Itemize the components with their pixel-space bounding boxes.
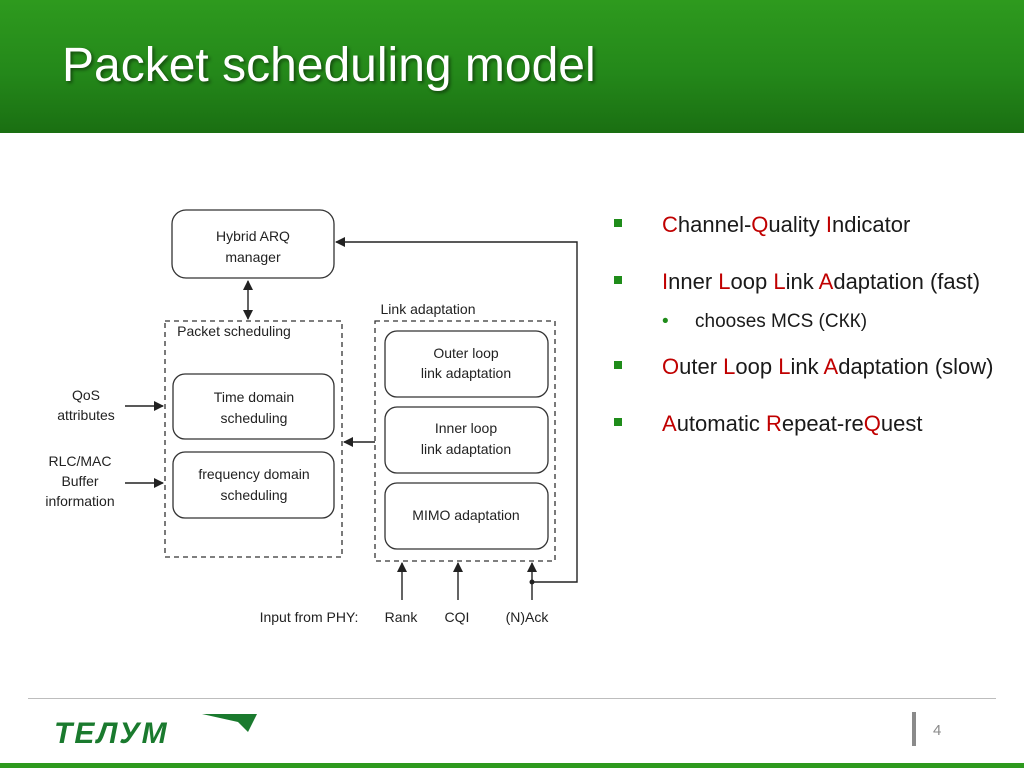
rlc-mac-label-3: information <box>45 493 114 509</box>
svg-text:ТЕЛУМ: ТЕЛУМ <box>54 717 169 750</box>
bullet-text-part: O <box>662 354 680 379</box>
bullet-text-part: C <box>662 212 678 237</box>
rlc-mac-label-1: RLC/MAC <box>48 453 111 469</box>
scheduling-diagram: Hybrid ARQ manager Packet scheduling Tim… <box>45 209 578 625</box>
footer-divider <box>28 698 996 699</box>
hybrid-arq-label-2: manager <box>225 249 281 265</box>
logo-swoosh-icon <box>202 714 257 732</box>
nack-label: (N)Ack <box>506 609 550 625</box>
nack-feedback-path <box>335 237 578 583</box>
page-number: 4 <box>933 722 942 739</box>
bottom-accent-strip <box>0 763 1024 768</box>
square-bullet-icon <box>614 361 622 369</box>
bullet-text-part: hannel- <box>677 212 752 237</box>
sub-bullet-item: • chooses MCS (СКК) <box>662 307 1012 337</box>
bullet-text-part: nner <box>668 269 719 294</box>
bullet-text-part: Q <box>751 212 769 237</box>
bullet-text-part: I <box>825 212 833 237</box>
outer-loop-box <box>384 330 549 398</box>
inner-loop-label-1: Inner loop <box>435 420 497 436</box>
bullet-text-part: ink <box>790 354 824 379</box>
bullet-text-part: uest <box>880 411 923 436</box>
bullet-text-part: A <box>823 354 839 379</box>
square-bullet-icon <box>614 418 622 426</box>
rank-label: Rank <box>385 609 419 625</box>
bullet-text-part: uter <box>679 354 724 379</box>
hybrid-arq-box <box>171 209 335 279</box>
inner-loop-box <box>384 406 549 474</box>
bullet-text-part: L <box>723 354 736 379</box>
packet-scheduling-label: Packet scheduling <box>177 323 291 339</box>
bullet-text-part: daptation (slow) <box>838 354 994 379</box>
telum-logo: ТЕЛУМ <box>54 714 257 750</box>
bullet-text-part: L <box>778 354 791 379</box>
slide-title: Packet scheduling model <box>62 39 596 92</box>
bullet-item: Outer Loop Link Adaptation (slow) <box>612 347 1012 387</box>
round-bullet-icon: • <box>662 311 669 332</box>
bullet-item: Inner Loop Link Adaptation (fast) <box>612 262 1012 302</box>
nack-junction <box>529 579 535 585</box>
frequency-domain-label-2: scheduling <box>221 487 288 503</box>
bullet-text-part: L <box>718 269 731 294</box>
mimo-label: MIMO adaptation <box>412 507 519 523</box>
square-bullet-icon <box>614 219 622 227</box>
inner-loop-label-2: link adaptation <box>421 441 511 457</box>
bullet-text-part: utomatic <box>676 411 766 436</box>
bullet-text-part: oop <box>735 354 779 379</box>
bullet-text-part: ndicator <box>832 212 911 237</box>
frequency-domain-label-1: frequency domain <box>198 466 309 482</box>
bullet-item: Automatic Repeat-reQuest <box>612 404 1012 444</box>
rlc-mac-label-2: Buffer <box>61 473 98 489</box>
bullet-text-part: A <box>818 269 834 294</box>
bullet-item: Channel-Quality Indicator <box>612 205 1012 245</box>
page-number-bar <box>912 712 916 746</box>
frequency-domain-box <box>172 451 335 519</box>
outer-loop-label-1: Outer loop <box>433 345 499 361</box>
link-adaptation-group <box>374 320 556 562</box>
bullet-text-part: R <box>765 411 782 436</box>
time-domain-label-1: Time domain <box>214 389 294 405</box>
bullet-text-part: A <box>662 411 677 436</box>
hybrid-arq-label-1: Hybrid ARQ <box>216 228 290 244</box>
sub-bullet-text: chooses MCS (СКК) <box>695 311 868 332</box>
bullet-text-part: L <box>773 269 786 294</box>
time-domain-label-2: scheduling <box>221 410 288 426</box>
bullet-text-part: oop <box>730 269 774 294</box>
square-bullet-icon <box>614 276 622 284</box>
link-adaptation-label: Link adaptation <box>381 301 476 317</box>
cqi-label: CQI <box>445 609 470 625</box>
bullet-text-part: daptation (fast) <box>833 269 981 294</box>
input-from-phy-label: Input from PHY: <box>260 609 359 625</box>
mimo-box <box>384 482 549 550</box>
qos-label-2: attributes <box>57 407 115 423</box>
bullet-text-part: Q <box>863 411 881 436</box>
outer-loop-label-2: link adaptation <box>421 365 511 381</box>
bullet-text-part: uality <box>768 212 826 237</box>
time-domain-box <box>172 373 335 440</box>
qos-label-1: QoS <box>72 387 100 403</box>
bullet-text-part: ink <box>785 269 819 294</box>
title-bar: Packet scheduling model <box>0 0 1024 133</box>
bullet-text-part: I <box>662 269 669 294</box>
bullet-text-part: epeat-re <box>781 411 864 436</box>
